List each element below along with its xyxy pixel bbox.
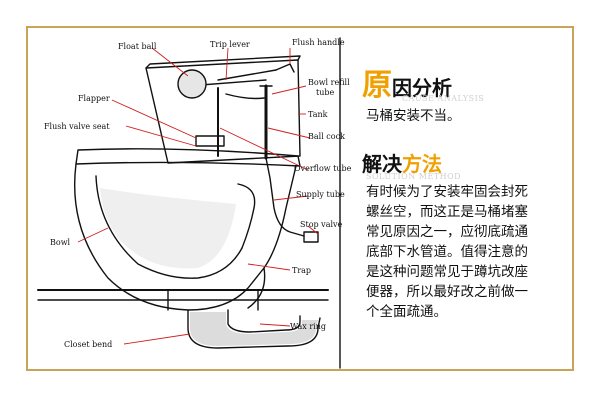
label-flapper: Flapper <box>78 94 110 103</box>
solution-line: 个全面疏通。 <box>366 304 447 320</box>
solution-heading: 解决方法 <box>362 148 442 177</box>
label-supply-tube: Supply tube <box>296 190 345 199</box>
label-bowl: Bowl <box>50 238 71 247</box>
label-ball-cock: Ball cock <box>308 132 345 141</box>
label-flush-valve-seat: Flush valve seat <box>44 122 110 131</box>
solution-line: 便器，所以最好改之前做一 <box>366 284 528 300</box>
cause-heading: 原因分析 <box>362 60 452 104</box>
label-stop-valve: Stop valve <box>300 220 343 229</box>
cause-subtitle-en: CAUSE ANALYSIS <box>402 94 485 103</box>
solution-subtitle-en: SOLUTION METHOD <box>366 172 462 181</box>
label-trip-lever: Trip lever <box>210 40 250 49</box>
toilet-drawing <box>37 37 341 369</box>
solution-line: 常见原因之一，应彻底疏通 <box>366 224 528 240</box>
solution-line: 有时候为了安装牢固会封死 <box>366 184 528 200</box>
solution-heading-orange: 方法 <box>402 152 442 176</box>
label-float-ball: Float ball <box>118 42 157 51</box>
label-bowl-refill-tube: Bowl refill <box>308 78 350 87</box>
label-bowl-refill-tube-2: tube <box>316 88 335 97</box>
float-ball-shape <box>177 69 207 99</box>
cause-heading-rest: 因分析 <box>392 76 452 100</box>
label-trap: Trap <box>292 266 312 275</box>
cause-text: 马桶安装不当。 <box>366 108 461 124</box>
solution-heading-black: 解决 <box>362 152 402 176</box>
label-closet-bend: Closet bend <box>64 340 113 349</box>
solution-line: 螺丝空，而这正是马桶堵塞 <box>366 204 528 220</box>
label-wax-ring: Wax ring <box>290 322 327 331</box>
toilet-cross-section-diagram: Float ball Trip lever Flush handle Bowl … <box>28 28 358 370</box>
label-flush-handle: Flush handle <box>292 38 345 47</box>
tank-outline <box>145 59 301 164</box>
solution-line: 底部下水管道。值得注意的 <box>366 244 528 260</box>
label-tank: Tank <box>308 110 328 119</box>
solution-text: 有时候为了安装牢固会封死 螺丝空，而这正是马桶堵塞 常见原因之一，应彻底疏通 底… <box>366 182 528 322</box>
solution-line: 是这种问题常见于蹲坑改座 <box>366 264 528 280</box>
cause-heading-first-char: 原 <box>362 68 392 103</box>
label-overflow-tube: Overflow tube <box>294 164 352 173</box>
